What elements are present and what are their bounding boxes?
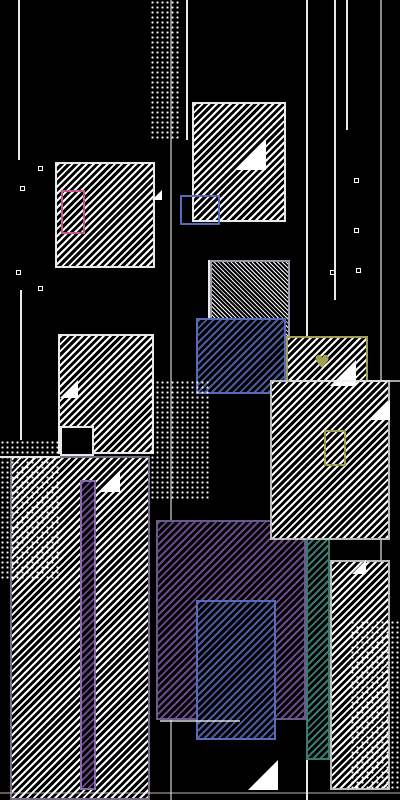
blue-accent-block [180, 195, 220, 225]
heart-icon: ♥ [314, 352, 331, 373]
blue-maze-lower [196, 600, 276, 740]
rail-center [186, 0, 188, 140]
noise-field-1 [150, 0, 180, 140]
pixel-square [330, 270, 335, 275]
triangle-shape [60, 380, 78, 398]
olive-bracket [324, 430, 346, 466]
pixel-square [356, 268, 361, 273]
rail-mid-right-2 [334, 0, 336, 300]
rail-right [346, 0, 348, 130]
triangle-shape [352, 560, 366, 574]
connector-h [0, 456, 60, 458]
triangle-shape [370, 400, 390, 420]
noise-field-3 [350, 620, 400, 790]
teal-column [306, 520, 330, 760]
rail-left-2 [20, 290, 22, 440]
pixel-square [16, 270, 21, 275]
dark-window [60, 426, 94, 456]
pixel-square [38, 286, 43, 291]
noise-field-2 [0, 440, 60, 580]
connector-h [160, 720, 240, 722]
pixel-square [354, 228, 359, 233]
triangle-shape [248, 760, 278, 790]
purple-column [80, 480, 96, 790]
triangle-shape [236, 140, 266, 170]
pixel-square [20, 186, 25, 191]
connector-h [290, 380, 400, 382]
connector-h [0, 792, 400, 794]
pixel-square [38, 166, 43, 171]
triangle-shape [100, 472, 120, 492]
triangle-shape [152, 190, 162, 200]
panel-upper-left [55, 162, 155, 268]
pixel-square [354, 178, 359, 183]
pink-accent-block [61, 190, 85, 234]
noise-field-4 [150, 380, 210, 500]
triangle-shape [330, 360, 356, 386]
rail-left [18, 0, 20, 160]
